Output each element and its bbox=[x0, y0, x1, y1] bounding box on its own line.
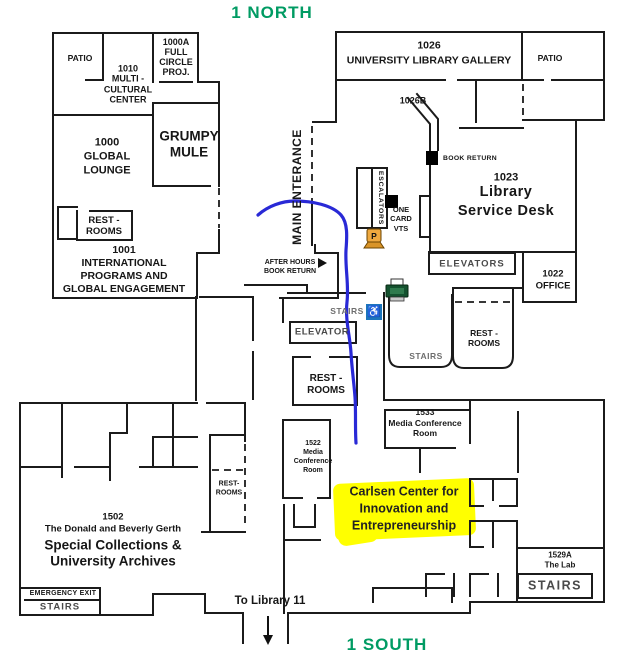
room-label-1529a: 1529A The Lab bbox=[544, 550, 576, 570]
title-north: 1 NORTH bbox=[231, 2, 313, 22]
escalators-label: ESCALATORS bbox=[376, 170, 384, 226]
restrooms-ne-label: REST - ROOMS bbox=[467, 327, 501, 348]
restrooms-mid-label: REST - ROOMS bbox=[307, 373, 345, 396]
elevator-mid-label: ELEVATOR bbox=[294, 326, 350, 338]
room-label-1000: 1000 GLOBAL LOUNGE bbox=[83, 136, 131, 176]
route-line bbox=[256, 199, 358, 445]
room-label-1522: 1522 Media Conference Room bbox=[293, 439, 333, 475]
title-south: 1 SOUTH bbox=[346, 634, 428, 654]
room-label-1023: 1023 bbox=[493, 171, 519, 184]
walls-dashed bbox=[212, 84, 524, 528]
room-label-1026: 1026 UNIVERSITY LIBRARY GALLERY bbox=[346, 39, 512, 66]
accessible-icon: ♿ bbox=[367, 306, 381, 318]
book-return-label: BOOK RETURN bbox=[443, 154, 497, 162]
service-desk-label: Library Service Desk bbox=[457, 184, 555, 219]
carlsen-center-label: Carlsen Center for Innovation and Entrep… bbox=[349, 484, 459, 533]
after-hours-label: AFTER HOURS BOOK RETURN bbox=[263, 258, 317, 275]
stairs-ne-label: STAIRS bbox=[409, 350, 443, 361]
main-entrance-label: MAIN ENTERANCE bbox=[289, 129, 304, 245]
restrooms-sw-label: REST- ROOMS bbox=[215, 480, 243, 496]
accessible-icon-bg bbox=[366, 304, 382, 320]
printer-icon bbox=[385, 278, 409, 302]
room-label-grumpy-mule: GRUMPY MULE bbox=[159, 128, 219, 159]
pay-station-icon bbox=[363, 228, 385, 249]
to-library-arrow-icon bbox=[263, 616, 273, 645]
room-label-1533: 1533 Media Conference Room bbox=[388, 407, 462, 439]
room-label-patio-nw: PATIO bbox=[67, 52, 93, 63]
room-label-1010: 1010 MULTI - CULTURAL CENTER bbox=[103, 63, 153, 105]
after-hours-arrow-icon bbox=[318, 258, 327, 268]
stairs-mid-label: STAIRS bbox=[330, 305, 364, 316]
book-return-slot-icon bbox=[426, 151, 438, 165]
to-library-label: To Library 11 bbox=[234, 595, 306, 608]
room-label-1022: 1022 OFFICE bbox=[535, 268, 571, 292]
room-label-1026b: 1026B bbox=[399, 95, 427, 106]
walls-solid bbox=[19, 31, 605, 644]
one-card-label: ONE CARD VTS bbox=[390, 204, 412, 233]
one-card-vts-icon bbox=[385, 195, 398, 208]
room-label-1502-head: 1502 The Donald and Beverly Gerth bbox=[44, 511, 182, 535]
stairs-se-label: STAIRS bbox=[528, 578, 582, 593]
room-label-1502-main: Special Collections & University Archive… bbox=[44, 537, 182, 568]
room-label-1001: 1001 INTERNATIONAL PROGRAMS AND GLOBAL E… bbox=[62, 243, 186, 296]
room-label-1000a: 1000A FULL CIRCLE PROJ. bbox=[159, 36, 193, 78]
highlight-marker bbox=[333, 478, 476, 546]
pay-station-letter: P bbox=[371, 231, 377, 241]
stairs-sw-label: STAIRS bbox=[39, 601, 81, 613]
elevators-ne-label: ELEVATORS bbox=[439, 258, 505, 270]
room-label-patio-ne: PATIO bbox=[537, 52, 563, 63]
room-label-restrooms-nw: REST - ROOMS bbox=[86, 215, 122, 237]
emergency-exit-label: EMERGENCY EXIT bbox=[29, 589, 97, 597]
